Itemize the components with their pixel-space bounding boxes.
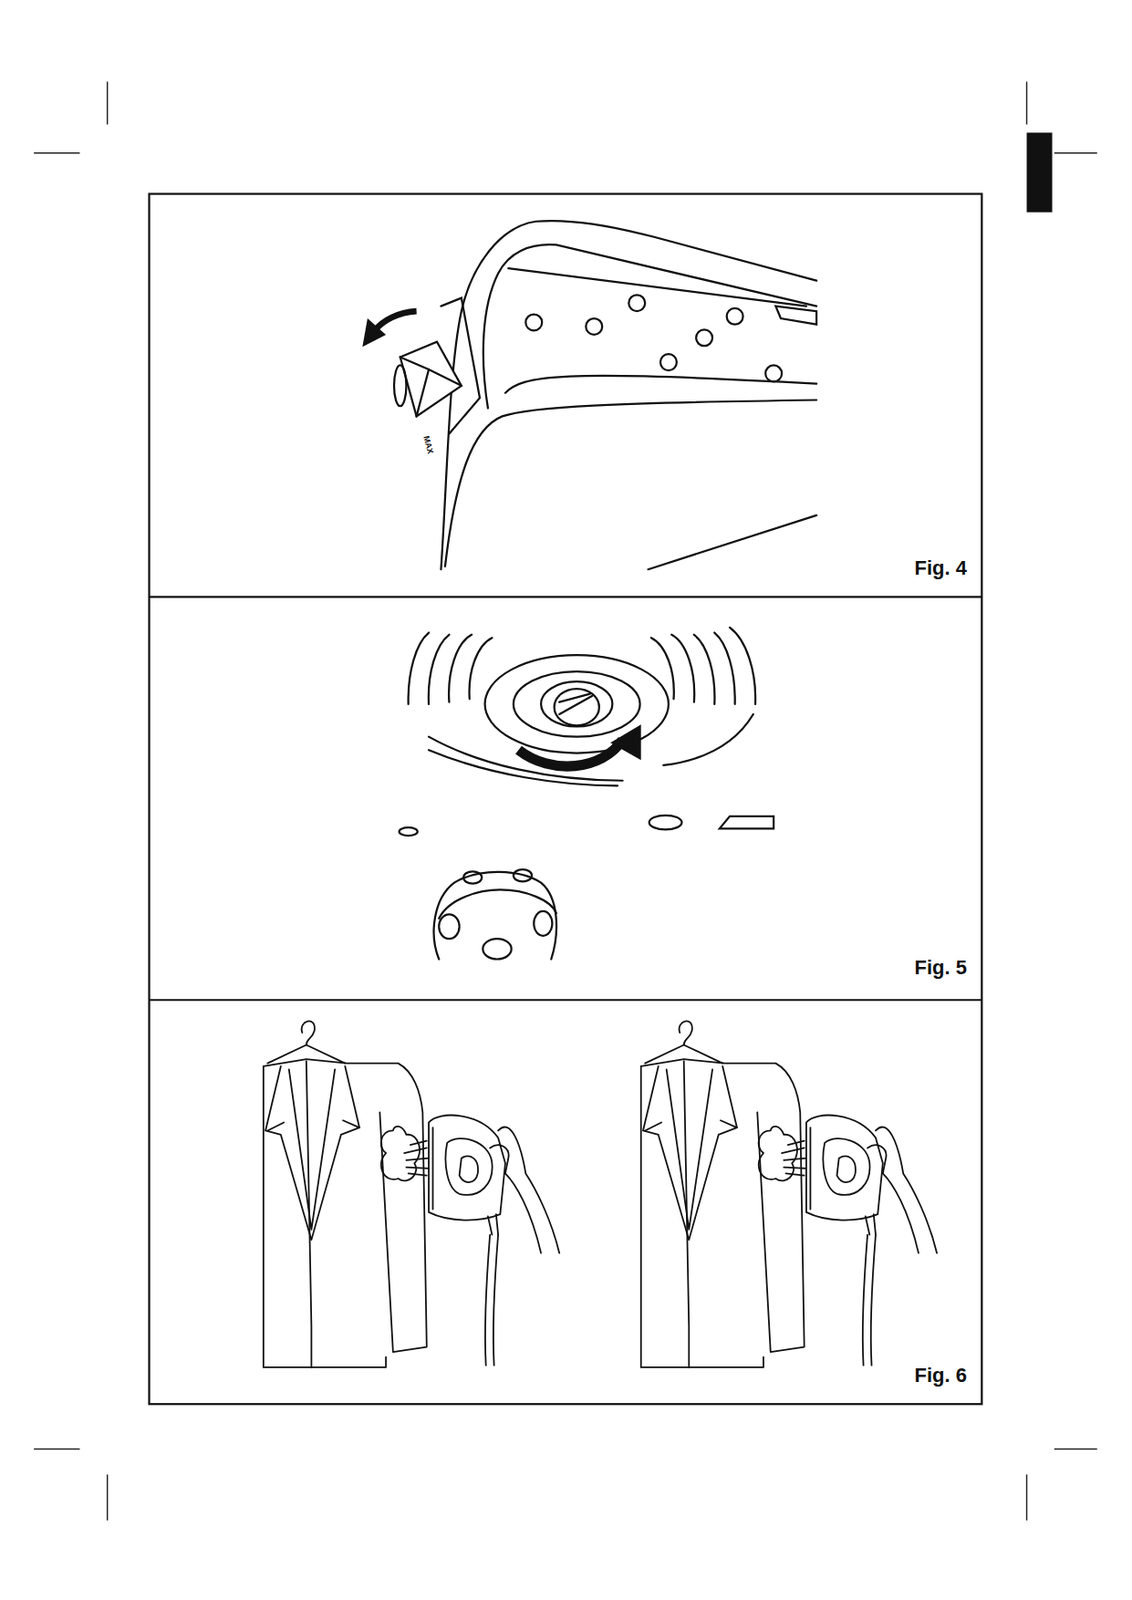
iron-top-view-part <box>483 244 817 408</box>
plug-detail-part <box>554 688 600 726</box>
iron-top-view-part <box>394 364 406 406</box>
vertical-steam-scene-part <box>446 1138 493 1195</box>
iron-top-view-part <box>508 268 807 306</box>
vertical-steam-scene-part <box>404 1141 429 1176</box>
vertical-steam-scene <box>263 1020 560 1368</box>
plug-detail-part <box>428 737 624 781</box>
plug-detail-part <box>428 634 450 705</box>
figure-frames-part <box>149 595 983 598</box>
iron-top-view-part <box>695 329 713 346</box>
iron-top-view-part <box>400 357 462 417</box>
plug-detail-part <box>671 634 695 703</box>
plug-detail-part <box>463 871 482 883</box>
plug-detail-part <box>513 671 641 738</box>
rotate-arrow <box>374 311 417 331</box>
figure-frames-part <box>149 998 983 1001</box>
turn-arrow <box>518 739 623 767</box>
vertical-steam-scene-part <box>263 1066 386 1368</box>
part-marking: MAX <box>421 435 435 456</box>
vertical-steam-scene-part <box>267 1121 284 1131</box>
crop-marks-part <box>1054 152 1098 154</box>
iron-top-view-part <box>648 515 818 570</box>
plug-detail-part <box>438 889 557 918</box>
crop-marks-part <box>33 152 80 154</box>
manual-illustrations-part <box>641 1020 937 1368</box>
plug-detail-part <box>438 913 459 939</box>
vertical-steam-scene-part <box>263 1059 427 1352</box>
plug-detail-part <box>729 627 756 705</box>
crop-marks-part <box>1026 1474 1028 1520</box>
turn-arrowhead <box>610 724 642 760</box>
vertical-steam-scene-part <box>489 1144 509 1174</box>
figure-caption: Fig. 6 <box>914 1365 967 1386</box>
figure-frames-part <box>149 194 983 1405</box>
crop-marks <box>33 81 1098 1520</box>
plug-detail-part <box>714 633 735 705</box>
iron-top-view-part <box>628 294 645 312</box>
crop-marks-part <box>1054 1448 1098 1450</box>
iron-top-view-part <box>440 220 817 570</box>
plug-detail-part <box>719 816 774 829</box>
rotate-arrowhead <box>362 318 386 347</box>
vertical-steam-scene-part <box>488 1214 499 1235</box>
iron-top-view-part <box>775 306 817 325</box>
crop-marks-part <box>33 1448 80 1450</box>
plug-detail-part <box>651 637 675 699</box>
plug-detail-part <box>649 815 683 831</box>
plug-detail-part <box>482 938 511 959</box>
crop-marks-part <box>106 1474 108 1520</box>
figure-frames <box>149 194 983 1405</box>
figure-caption: Fig. 4 <box>914 558 967 579</box>
plug-detail-part <box>663 714 753 766</box>
crop-marks-part <box>1026 81 1028 125</box>
plug-detail-part <box>448 634 472 703</box>
iron-top-view-part <box>726 308 744 325</box>
iron-top-view-part <box>585 318 603 335</box>
vertical-steam-scene-part <box>428 1115 506 1221</box>
figure-caption: Fig. 5 <box>914 957 967 978</box>
plug-detail-part <box>434 872 557 960</box>
plug-detail-part <box>533 911 552 936</box>
plug-detail <box>399 627 775 960</box>
plug-detail-part <box>513 869 532 882</box>
vertical-steam-scene-part <box>289 1069 335 1230</box>
plug-detail-part <box>399 827 418 836</box>
plug-detail-part <box>540 681 613 727</box>
plug-detail-part <box>408 633 429 705</box>
iron-top-view-part <box>505 375 817 394</box>
iron-top-view-part <box>660 353 677 371</box>
vertical-steam-scene-part <box>265 1066 360 1240</box>
plug-detail-part <box>694 634 716 705</box>
iron-top-view <box>394 220 817 570</box>
vertical-steam-scene-part <box>432 1127 435 1209</box>
iron-top-view-part <box>400 342 462 417</box>
vertical-steam-scene-part <box>459 1156 478 1183</box>
section-tab <box>1027 132 1053 212</box>
vertical-steam-scene-part <box>505 1173 541 1253</box>
vertical-steam-scene-part <box>485 1235 499 1366</box>
vertical-steam-scene-part <box>381 1126 420 1181</box>
iron-top-view-part <box>525 314 542 332</box>
plug-detail-part <box>559 694 591 703</box>
iron-top-view-part <box>765 364 782 382</box>
iron-top-view-part <box>445 400 817 567</box>
vertical-steam-scene-part <box>342 1120 360 1128</box>
crop-marks-part <box>106 81 108 125</box>
vertical-steam-scene-part <box>301 1020 315 1045</box>
vertical-steam-scene-part <box>498 1126 560 1253</box>
